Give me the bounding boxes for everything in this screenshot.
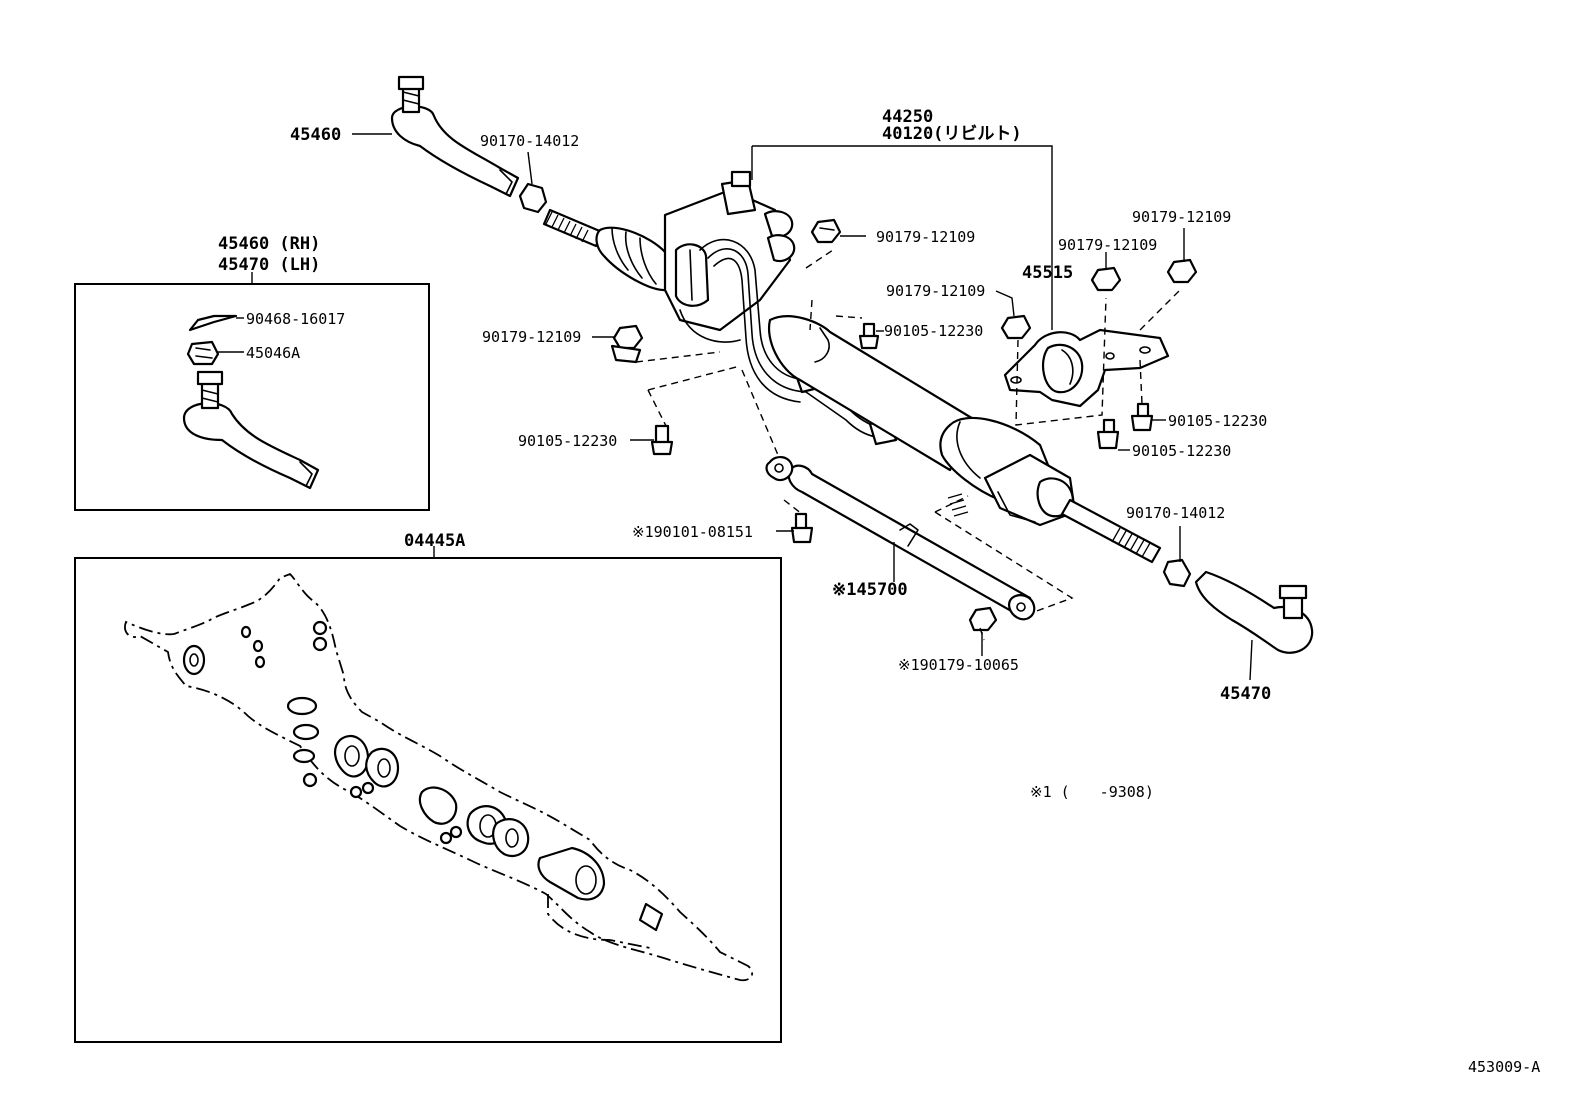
label-screw-center: 90105-12230	[884, 322, 983, 340]
bolt-upper-mid	[810, 218, 842, 244]
label-damper-bolt: ※190101-08151	[632, 523, 753, 541]
bolt-bracket-1	[1000, 314, 1032, 340]
screw-center	[858, 322, 880, 350]
label-note: ※1 ( -9308)	[1030, 783, 1154, 801]
lock-nut-top	[518, 182, 548, 214]
damper-nut	[968, 606, 998, 632]
label-nut-bottom: 90170-14012	[1126, 504, 1225, 522]
label-screw-right-2: 90105-12230	[1132, 442, 1231, 460]
assembly-dashed-lines	[635, 247, 1181, 641]
bolt-bracket-2	[1090, 266, 1122, 292]
label-castle-nut: 45046A	[246, 344, 300, 362]
inset-gasket-kit-box	[74, 546, 782, 1043]
label-bolt-bracket-3: 90179-12109	[1132, 208, 1231, 226]
rebuilt-number: 40120(リビルト)	[882, 124, 1022, 144]
screw-left	[650, 424, 674, 456]
label-damper-nut: ※190179-10065	[898, 656, 1019, 674]
tie-rod-end-bottom	[1194, 570, 1314, 654]
label-screw-right-1: 90105-12230	[1168, 412, 1267, 430]
bolt-bracket-3	[1166, 258, 1198, 284]
damper-bolt	[790, 512, 814, 544]
label-bracket: 45515	[1022, 263, 1073, 283]
label-screw-left: 90105-12230	[518, 432, 617, 450]
gear-bracket	[1003, 328, 1170, 408]
label-bolt-left: 90179-12109	[482, 328, 581, 346]
label-tie-rod-end-bottom: 45470	[1220, 684, 1271, 704]
leader-lines	[352, 133, 1253, 681]
label-damper: ※145700	[832, 580, 908, 600]
inset-title-lh: 45470 (LH)	[218, 255, 320, 275]
label-bolt-upper-mid: 90179-12109	[876, 228, 975, 246]
diagram-id: 453009-A	[1468, 1058, 1540, 1076]
label-nut-top: 90170-14012	[480, 132, 579, 150]
label-bolt-bracket-1: 90179-12109	[886, 282, 985, 300]
steering-gear-housing	[542, 170, 1162, 564]
inset-title-rh: 45460 (RH)	[218, 234, 320, 254]
label-cotter-pin: 90468-16017	[246, 310, 345, 328]
inset-gasket-title: 04445A	[404, 531, 465, 551]
tie-rod-end-top	[390, 75, 520, 198]
label-tie-rod-end-top: 45460	[290, 125, 341, 145]
inset-tie-rod-box	[74, 272, 430, 511]
label-bolt-bracket-2: 90179-12109	[1058, 236, 1157, 254]
screw-right-1	[1130, 402, 1154, 432]
part-labels: 44250 40120(リビルト) 45460 90170-14012 9017…	[218, 107, 1540, 1076]
bolt-left	[610, 324, 644, 364]
assembly-number: 44250	[882, 107, 933, 127]
screw-right-2	[1096, 418, 1120, 450]
lock-nut-bottom	[1162, 558, 1192, 588]
steering-damper	[765, 456, 1036, 621]
